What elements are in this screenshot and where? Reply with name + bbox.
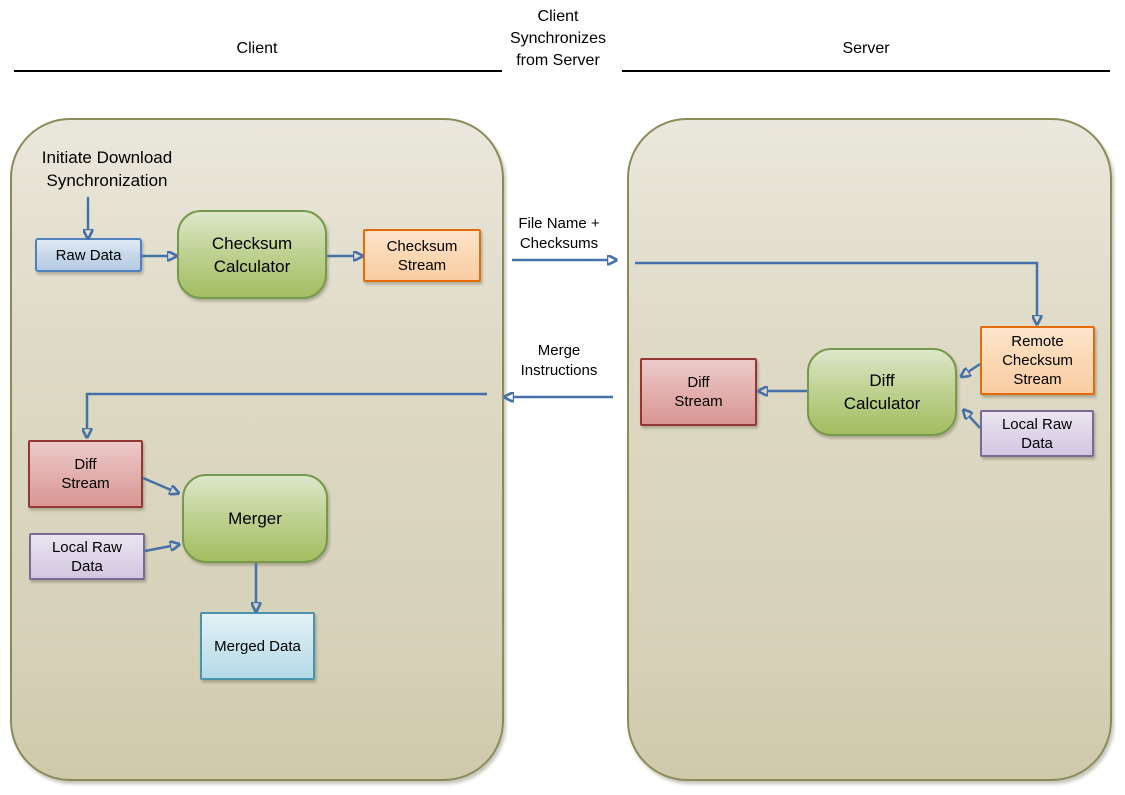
node-raw-data-label: Raw Data: [55, 246, 122, 264]
node-remote-checksum-stream-label: Remote Checksum Stream: [1002, 333, 1073, 388]
node-server-local-raw-data: Local Raw Data: [980, 410, 1094, 457]
node-client-local-raw-data: Local Raw Data: [29, 533, 145, 580]
node-raw-data: Raw Data: [35, 238, 142, 272]
node-checksum-calculator-label: Checksum Calculator: [211, 233, 293, 276]
node-merger-label: Merger: [228, 509, 282, 528]
node-client-diff-stream-label: Diff Stream: [61, 456, 110, 492]
flow-label-file-name-checksums: File Name + Checksums: [518, 215, 600, 252]
node-diff-calculator: Diff Calculator: [807, 348, 957, 436]
diagram-title: Client Synchronizes from Server: [509, 8, 607, 69]
node-checksum-calculator: Checksum Calculator: [177, 210, 327, 299]
node-merged-data-label: Merged Data: [214, 637, 301, 655]
node-checksum-stream: Checksum Stream: [363, 229, 481, 282]
node-server-local-raw-data-label: Local Raw Data: [1001, 415, 1073, 452]
client-lane-underline: [14, 70, 502, 72]
client-lane-title: Client: [236, 40, 278, 57]
node-server-diff-stream-label: Diff Stream: [674, 374, 723, 410]
node-checksum-stream-label: Checksum Stream: [386, 237, 458, 274]
node-client-diff-stream: Diff Stream: [28, 440, 143, 508]
node-remote-checksum-stream: Remote Checksum Stream: [980, 326, 1095, 395]
server-lane-underline: [622, 70, 1110, 72]
node-merged-data: Merged Data: [200, 612, 315, 680]
server-lane-title: Server: [842, 40, 890, 57]
node-diff-calculator-label: Diff Calculator: [843, 371, 921, 413]
node-client-local-raw-data-label: Local Raw Data: [51, 538, 123, 575]
initiate-download-annotation: Initiate Download Synchronization: [41, 148, 173, 190]
node-merger: Merger: [182, 474, 328, 563]
node-server-diff-stream: Diff Stream: [640, 358, 757, 426]
flow-label-merge-instructions: Merge Instructions: [520, 342, 598, 379]
